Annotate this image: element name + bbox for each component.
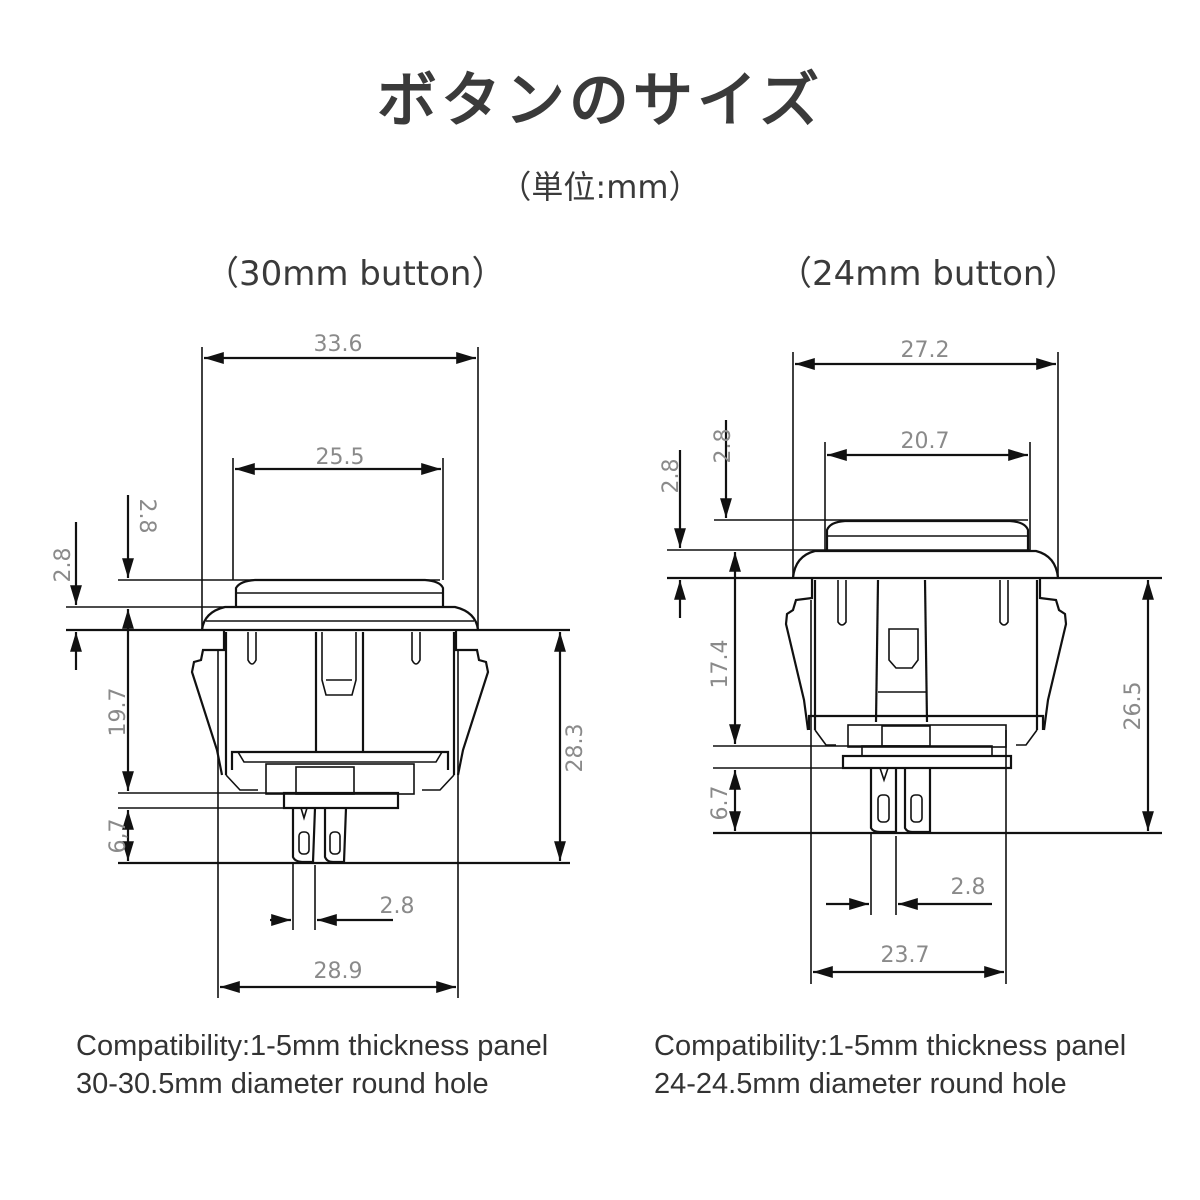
page-title: ボタンのサイズ bbox=[376, 66, 824, 136]
drawing-30mm-button: 33.6 25.5 2.8 2.8 19.7 6,7 28.3 bbox=[51, 332, 588, 998]
dim-cap-height-30: 2.8 bbox=[134, 499, 159, 534]
dim-bezel-height-24: 2.8 bbox=[659, 459, 684, 494]
compatibility-note-30mm: Compatibility:1-5mm thickness panel 30-3… bbox=[76, 1027, 548, 1103]
dim-terminal-pitch-30: 2.8 bbox=[380, 894, 415, 919]
dim-body-depth-24: 17.4 bbox=[708, 640, 733, 689]
dim-terminal-length-30: 6,7 bbox=[106, 819, 131, 854]
note-line: Compatibility:1-5mm thickness panel bbox=[76, 1030, 549, 1062]
note-line: 24-24.5mm diameter round hole bbox=[654, 1068, 1067, 1100]
section-title-30mm: （30mm button） bbox=[205, 254, 506, 294]
dim-outer-width-30: 33.6 bbox=[314, 332, 363, 357]
note-line: 30-30.5mm diameter round hole bbox=[76, 1068, 489, 1100]
dim-total-depth-24: 26.5 bbox=[1121, 682, 1146, 731]
dim-terminal-length-24: 6.7 bbox=[708, 786, 733, 821]
note-line: Compatibility:1-5mm thickness panel bbox=[654, 1030, 1127, 1062]
dim-cap-width-24: 20.7 bbox=[901, 429, 950, 454]
dim-body-width-24: 23.7 bbox=[881, 943, 930, 968]
dim-total-depth-30: 28.3 bbox=[563, 724, 588, 773]
dim-bezel-height-30: 2.8 bbox=[51, 548, 76, 583]
dim-cap-height-24: 2.8 bbox=[711, 429, 736, 464]
dim-body-depth-30: 19.7 bbox=[106, 688, 131, 737]
compatibility-note-24mm: Compatibility:1-5mm thickness panel 24-2… bbox=[654, 1027, 1126, 1103]
dim-terminal-pitch-24: 2.8 bbox=[951, 875, 986, 900]
dim-body-width-30: 28.9 bbox=[314, 959, 363, 984]
drawing-24mm-button: 27.2 20.7 2.8 2.8 17.4 6.7 26.5 bbox=[659, 338, 1162, 984]
dim-cap-width-30: 25.5 bbox=[316, 445, 365, 470]
unit-label: （単位:mm） bbox=[499, 168, 701, 206]
dim-outer-width-24: 27.2 bbox=[901, 338, 950, 363]
section-title-24mm: （24mm button） bbox=[778, 254, 1079, 294]
